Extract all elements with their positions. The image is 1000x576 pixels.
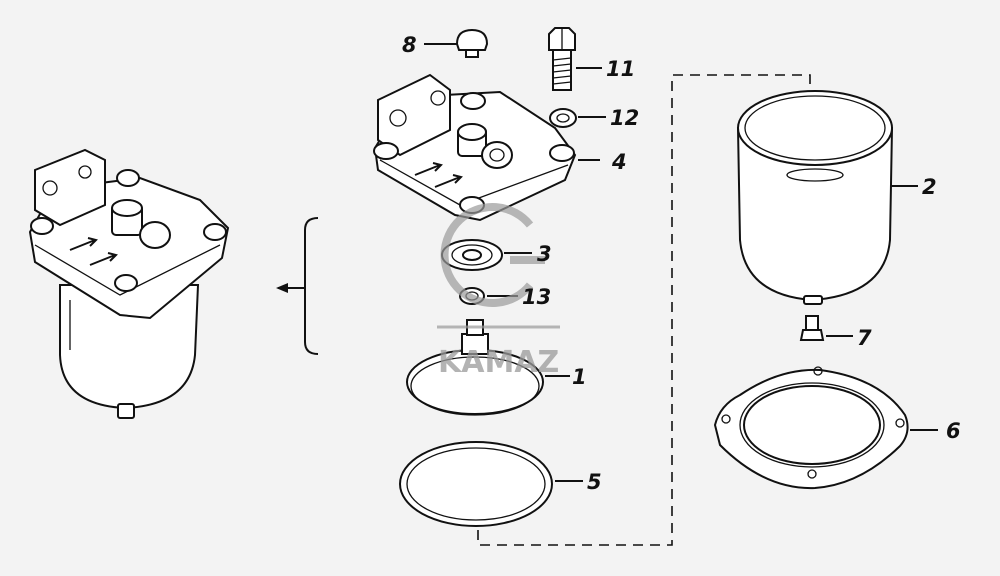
label-8: 8 [402, 33, 417, 57]
kamaz-watermark: KAMAZ [437, 203, 560, 380]
label-4: 4 [611, 150, 627, 174]
part-2-bowl [736, 90, 918, 305]
assembled-filter [28, 148, 230, 419]
watermark-text: KAMAZ [438, 345, 559, 380]
part-6-flange [713, 366, 938, 490]
part-4-filter-head [373, 73, 600, 222]
label-2: 2 [922, 175, 937, 199]
label-3: 3 [537, 242, 552, 266]
part-12-washer [549, 108, 606, 128]
assembly-dashed-line [477, 74, 811, 546]
assembly-bracket [276, 217, 319, 355]
label-6: 6 [946, 419, 961, 443]
label-12: 12 [610, 106, 639, 130]
part-7-drain-plug [799, 315, 853, 341]
part-5-gasket [399, 441, 583, 527]
part-3-seal [441, 239, 532, 271]
part-8-cap [424, 28, 489, 58]
label-13: 13 [522, 285, 551, 309]
label-11: 11 [606, 57, 635, 81]
head-bolt [30, 169, 227, 292]
part-1-filter-element [406, 319, 570, 416]
part-11-bolt [548, 27, 602, 91]
label-7: 7 [857, 326, 872, 350]
label-1: 1 [572, 365, 587, 389]
label-5: 5 [587, 470, 602, 494]
